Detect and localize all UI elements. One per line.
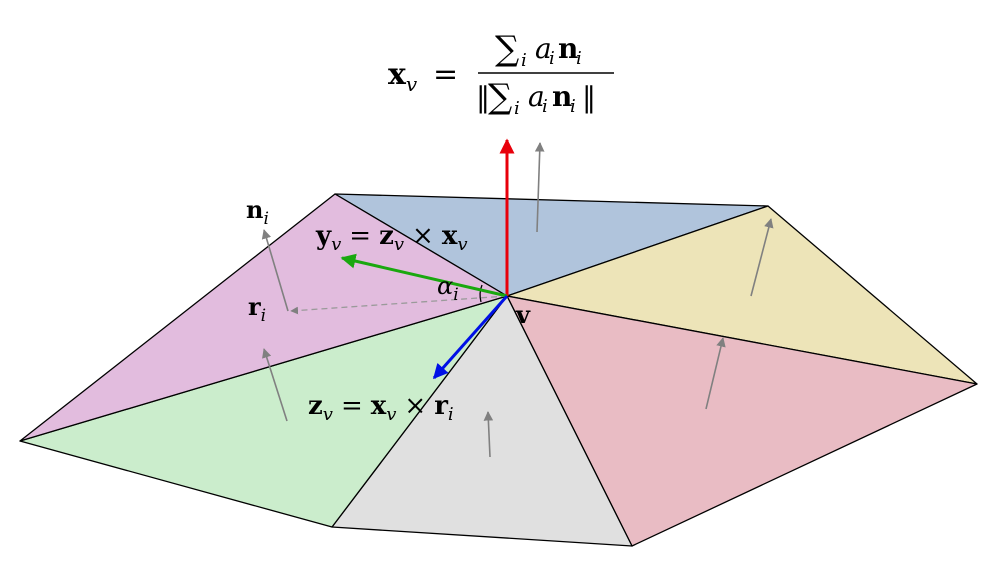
normal-arrow-blue [534, 142, 545, 233]
svg-text:i: i [576, 48, 582, 69]
face-purple [19, 193, 508, 442]
label-v: v [515, 300, 531, 329]
svg-text:‖: ‖ [582, 81, 596, 114]
normal-arrow-yellow [750, 218, 774, 297]
svg-text:i: i [570, 96, 576, 117]
y-axis-arrow [340, 253, 508, 298]
label-r-i: ri [248, 292, 266, 326]
formula-numerator: ∑ i a i n i [495, 29, 582, 71]
svg-text:∑: ∑ [488, 77, 512, 117]
r-vector [290, 295, 508, 315]
svg-text:xv: xv [388, 57, 418, 96]
formula-denominator: ‖ ∑ i a i n i ‖ [476, 77, 596, 119]
svg-text:n: n [558, 32, 578, 65]
svg-text:n: n [552, 80, 572, 113]
normal-arrow-red [705, 337, 726, 410]
label-z-v-formula: zv=xv×ri [308, 391, 454, 425]
normal-arrow-gray [483, 411, 494, 458]
label-y-v-formula: yv=zv×xv [315, 221, 468, 255]
normal-arrow-purple [261, 229, 289, 312]
label-n-i: ni [246, 195, 269, 229]
mesh-faces [19, 193, 978, 547]
svg-text:∑: ∑ [495, 29, 519, 69]
svg-text:i: i [549, 48, 555, 69]
svg-text:i: i [521, 50, 527, 71]
svg-text:i: i [542, 96, 548, 117]
z-axis-arrow [432, 295, 509, 380]
svg-text:a: a [535, 32, 552, 65]
svg-text:a: a [528, 80, 545, 113]
label-alpha-i: αi [437, 272, 459, 305]
svg-text:i: i [514, 98, 520, 119]
alpha-angle-arc [479, 284, 483, 303]
svg-text:=: = [433, 57, 458, 92]
svg-text:‖: ‖ [476, 81, 490, 114]
normal-arrow-green [262, 348, 288, 422]
face-normals [261, 142, 774, 458]
normal-formula: xv = ∑ i a i n i ‖ ∑ i a i n i ‖ [388, 29, 614, 119]
